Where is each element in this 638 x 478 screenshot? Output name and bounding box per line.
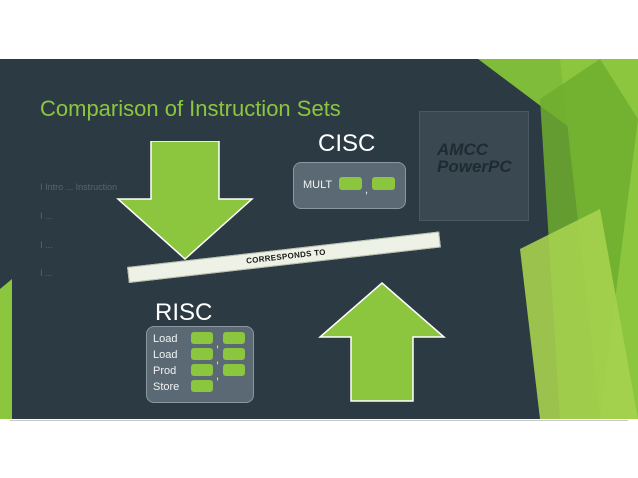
processor-chip-image [419,111,529,221]
risc-box: Load , Load , Prod , Store [146,326,254,403]
chip-line-2: PowerPC [437,157,512,176]
risc-title: RISC [155,299,213,326]
slide-bottom-rule [10,420,628,421]
shard-left [0,279,12,419]
risc-instruction: Load [153,333,178,345]
risc-operand-slot [191,380,213,392]
risc-separator: , [216,338,220,350]
risc-operand-slot [223,364,245,376]
arrow-up-icon [318,282,447,402]
faint-line-2: Ⅰ ... [40,211,53,221]
risc-operand-slot [191,332,213,344]
chip-line-1: AMCC [437,140,488,159]
decorative-shards [0,59,638,419]
slide-title: Comparison of Instruction Sets [40,96,341,121]
cisc-instruction: MULT [303,179,333,191]
risc-operand-slot [223,348,245,360]
risc-operand-slot [191,348,213,360]
cisc-box: MULT , [293,162,406,209]
shard-lower [520,209,638,419]
faint-line-1: Ⅰ Intro ... Instruction [40,182,118,192]
risc-instruction: Store [153,381,180,393]
cisc-operand-slot [372,177,395,190]
faint-line-4: Ⅰ ... [40,268,53,278]
risc-separator: , [216,354,220,366]
slide: AMCC PowerPC Comparison of Instruction S… [0,59,638,419]
risc-separator: , [216,370,220,382]
chip-label: AMCC PowerPC [437,141,512,175]
risc-instruction: Load [153,349,178,361]
risc-instruction: Prod [153,365,177,377]
cisc-operand-slot [339,177,362,190]
risc-operand-slot [223,332,245,344]
faint-line-3: Ⅰ ... [40,240,53,250]
risc-operand-slot [191,364,213,376]
arrow-down-icon [116,141,254,261]
cisc-title: CISC [318,130,376,157]
cisc-separator: , [365,184,369,196]
